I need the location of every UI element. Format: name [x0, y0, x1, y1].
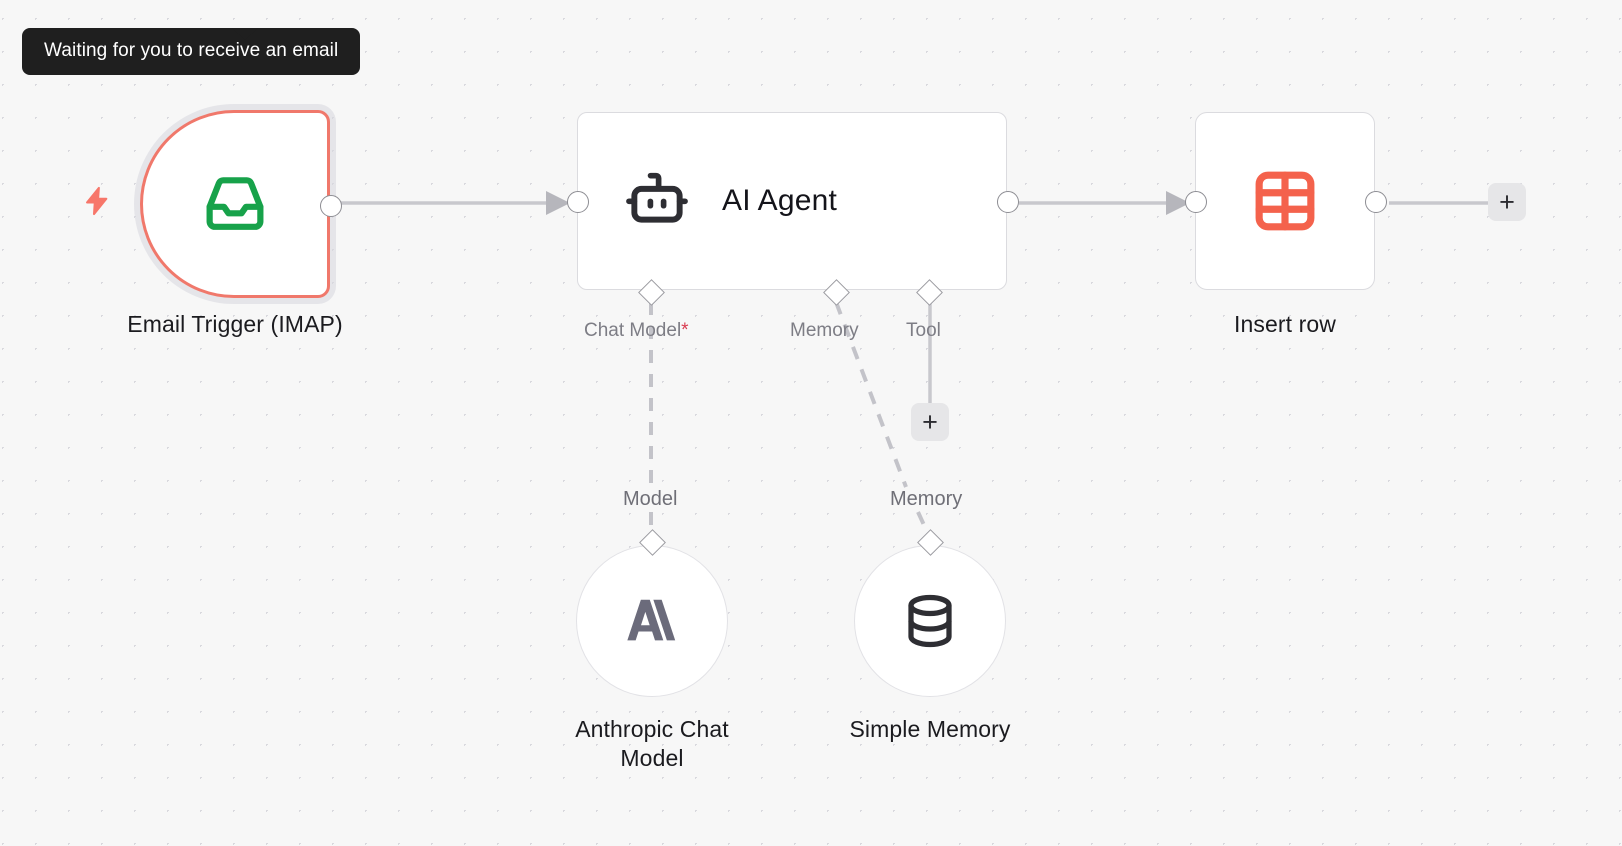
node-label-email-trigger: Email Trigger (IMAP): [127, 311, 343, 337]
agent-port-label-tool: Tool: [906, 320, 941, 341]
agent-output-port[interactable]: [997, 191, 1019, 213]
trigger-waiting-tooltip: Waiting for you to receive an email: [22, 28, 361, 75]
agent-port-label-chat-model: Chat Model*: [584, 320, 689, 342]
node-ai-agent[interactable]: AI Agent: [567, 112, 1019, 290]
trigger-output-port[interactable]: [320, 195, 342, 217]
wire-label-memory: Memory: [885, 488, 968, 511]
inbox-icon: [206, 177, 264, 230]
node-label-anthropic-chat-model: Anthropic Chat Model: [502, 715, 802, 774]
required-asterisk: *: [681, 320, 689, 341]
agent-input-port[interactable]: [567, 191, 589, 213]
node-email-trigger[interactable]: [140, 110, 342, 298]
add-tool-button[interactable]: +: [911, 403, 949, 441]
insert-row-input-port[interactable]: [1185, 191, 1207, 213]
node-label-line1: Anthropic Chat: [575, 716, 729, 742]
node-anthropic-chat-model[interactable]: [576, 545, 728, 697]
node-label-line2: Model: [620, 745, 684, 772]
anthropic-logo-icon: [627, 599, 676, 641]
lightning-bolt-icon: [86, 186, 108, 216]
add-next-node-button[interactable]: +: [1488, 183, 1526, 221]
node-label-insert-row: Insert row: [1234, 311, 1336, 337]
node-label-simple-memory: Simple Memory: [849, 716, 1011, 742]
tooltip-text: Waiting for you to receive an email: [44, 40, 339, 61]
table-grid-icon: [1255, 171, 1315, 231]
agent-port-label-memory: Memory: [790, 320, 859, 341]
tooltip-arrow: [232, 28, 258, 40]
node-title-ai-agent: AI Agent: [722, 184, 838, 217]
node-simple-memory[interactable]: [854, 545, 1006, 697]
insert-row-output-port[interactable]: [1365, 191, 1387, 213]
port-label-text: Chat Model: [584, 320, 682, 341]
wire-label-model: Model: [618, 488, 683, 511]
robot-icon: [626, 172, 688, 223]
database-icon: [908, 594, 952, 648]
node-insert-row[interactable]: [1185, 112, 1387, 290]
